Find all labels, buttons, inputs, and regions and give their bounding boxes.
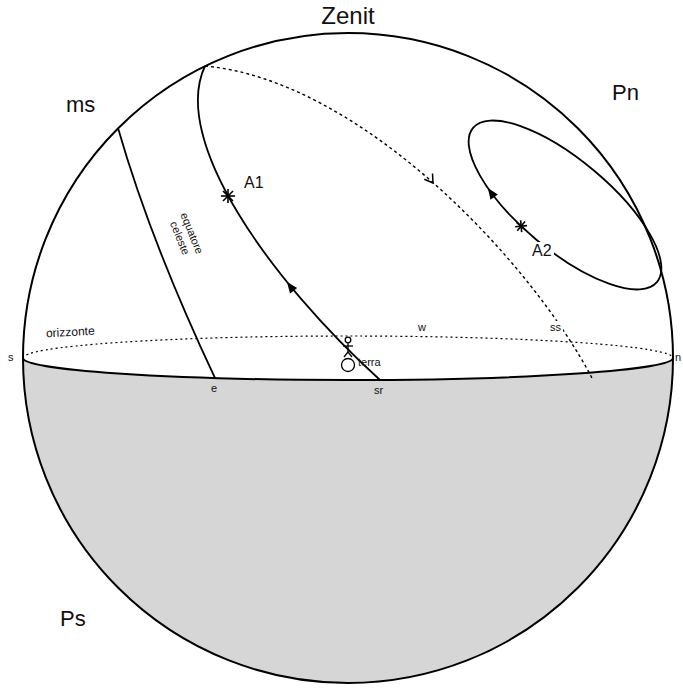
meridian-south-label: ms	[66, 92, 95, 117]
earth-symbol	[342, 359, 355, 372]
a1-path-hidden	[205, 66, 592, 378]
south-pole-label: Ps	[60, 606, 86, 631]
cardinal-point: s	[8, 351, 14, 364]
sunrise-point: sr	[374, 384, 383, 397]
direction-arrow	[283, 279, 297, 293]
horizon-front	[23, 358, 673, 380]
a2-path	[441, 93, 683, 320]
cardinal-point: n	[675, 351, 681, 364]
sunset-point: ss	[548, 321, 563, 334]
earth-label: terra	[358, 356, 381, 369]
direction-arrow	[424, 174, 437, 186]
observer-figure	[343, 337, 353, 357]
a1-path-visible	[198, 66, 380, 380]
zenith-label: Zenit	[321, 2, 374, 30]
celestial-equator	[118, 128, 215, 378]
horizon-label: orizzonte	[44, 325, 97, 342]
equator-label: equatore celeste	[163, 203, 209, 268]
cardinal-point: e	[211, 382, 217, 395]
sphere-outline	[23, 33, 673, 683]
lower-hemisphere	[23, 358, 673, 683]
star-symbol	[221, 189, 235, 203]
star-label: A2	[530, 242, 554, 260]
cardinal-point: w	[416, 321, 428, 334]
star-label: A1	[242, 174, 266, 192]
horizon-back	[23, 336, 673, 358]
north-pole-label: Pn	[612, 80, 639, 105]
